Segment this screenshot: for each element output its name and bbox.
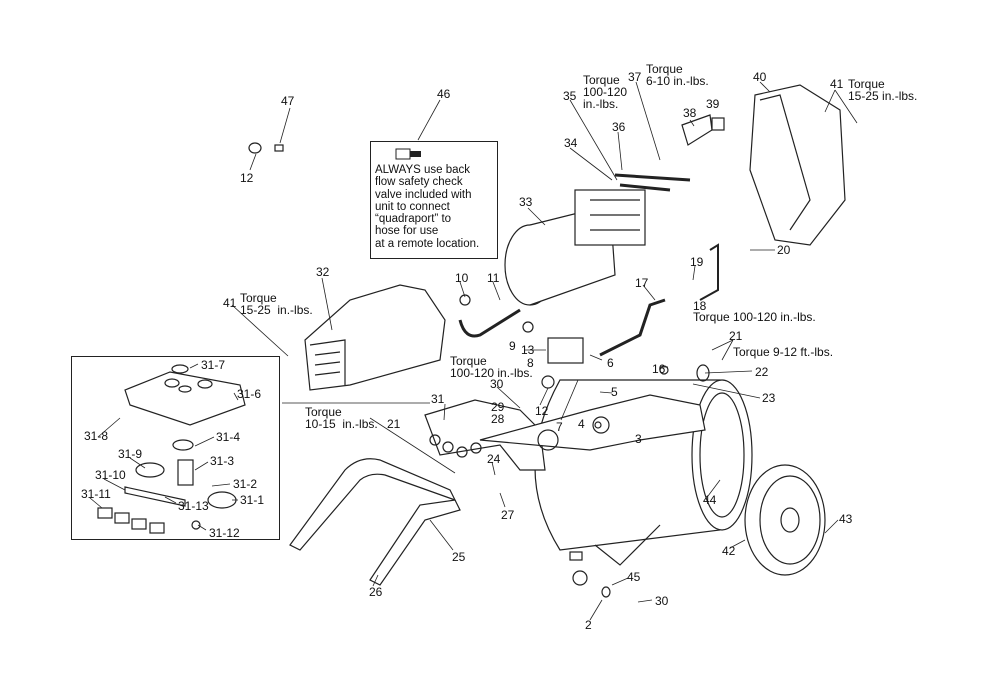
part-label: 26 [369,585,383,599]
leader-lines [89,81,858,621]
part-39 [711,117,725,131]
part-label: 42 [722,544,736,558]
part-label: 12 [240,171,254,185]
wheel [744,464,826,576]
inset-artwork [97,364,246,534]
part-label: 44 [703,493,717,507]
part-label: 32 [316,265,330,279]
part-label: 25 [452,550,466,564]
part-label: 35 [563,89,577,103]
inset-part-label: 31-12 [209,526,240,540]
part-label: 23 [762,391,776,405]
part-label: 38 [683,106,697,120]
inset-part-label: 31-2 [233,477,258,491]
quadraport-icon [395,148,421,160]
part-label: 34 [564,136,578,150]
part-label: 24 [487,452,501,466]
note-line: ALWAYS use back [375,164,471,176]
part-label: 41 [830,77,844,91]
manifold-bracket [424,394,706,471]
inset-part-label: 31-1 [240,493,265,507]
part-label: 5 [611,385,618,399]
safety-note-box: ALWAYS use back flow safety check valve … [370,141,498,259]
rear-shroud [749,84,846,246]
part-label: 17 [635,276,649,290]
part-label: 39 [706,97,720,111]
part-label: 11 [487,271,500,285]
torque-note: Torque 15-25 in.-lbs. [240,291,313,317]
pressure-switch [547,337,584,364]
part-label: 33 [519,195,533,209]
part-label: 43 [839,512,853,526]
inset-part-label: 31-4 [216,430,241,444]
part-label: 19 [690,255,704,269]
inset-part-label: 31-13 [178,499,209,513]
inset-part-label: 31-8 [84,429,109,443]
inset-part-label: 31-3 [210,454,235,468]
torque-note: Torque 9-12 ft.-lbs. [733,345,834,359]
part-label: 21 [387,417,401,431]
manifold-detail-inset [71,356,280,540]
part-label: 30 [655,594,669,608]
handle [289,458,461,586]
part-label: 3 [635,432,642,446]
part-label: 16 [652,362,666,376]
part-label: 13 [521,343,535,357]
note-line: flow safety check [375,176,463,189]
part-label: 36 [612,120,626,134]
part-label: 27 [501,508,515,522]
inset-part-label: 31-9 [118,447,143,461]
part-label: 47 [281,94,295,108]
part-label: 22 [755,365,769,379]
part-label: 6 [607,356,614,370]
torque-note: Torque 100-120 in.-lbs. [450,354,533,380]
part-label: 20 [777,243,791,257]
torque-note: Torque 6-10 in.-lbs. [646,62,709,88]
part-label: 4 [578,417,585,431]
front-shroud [304,284,446,391]
note-line: at a remote location. [375,237,480,250]
note-line: valve included with [375,188,472,201]
part-label: 31 [431,392,445,406]
part-label: 30 [490,377,504,391]
part-label: 29 [491,400,505,414]
part-label: 28 [491,412,505,426]
inset-part-label: 31-11 [81,487,111,501]
part-label: 9 [509,339,516,353]
inset-part-label: 31-10 [95,468,126,482]
inset-part-label: 31-7 [201,358,226,372]
part-label: 45 [627,570,641,584]
part-label: 18 [693,299,707,313]
part-label: 46 [437,87,451,101]
torque-note: Torque 100-120 in.-lbs. [583,73,628,111]
torque-note: Torque 15-25 in.-lbs. [848,77,918,103]
part-label: 10 [455,271,469,285]
part-label: 21 [729,329,743,343]
part-label: 2 [585,618,592,632]
part-label: 8 [527,356,534,370]
inset-part-label: 31-6 [237,387,262,401]
part-label: 12 [535,404,549,418]
note-line: hose for use [375,225,439,238]
motor [504,189,646,306]
part-label: 7 [556,420,563,434]
note-line: “quadraport” to [375,213,452,226]
part-label: 37 [628,70,642,84]
torque-note: Torque 10-15 in.-lbs. [305,405,378,431]
part-label: 41 [223,296,237,310]
part-label: 40 [753,70,767,84]
note-line: unit to connect [375,200,450,213]
torque-note: Torque 100-120 in.-lbs. [693,310,816,324]
